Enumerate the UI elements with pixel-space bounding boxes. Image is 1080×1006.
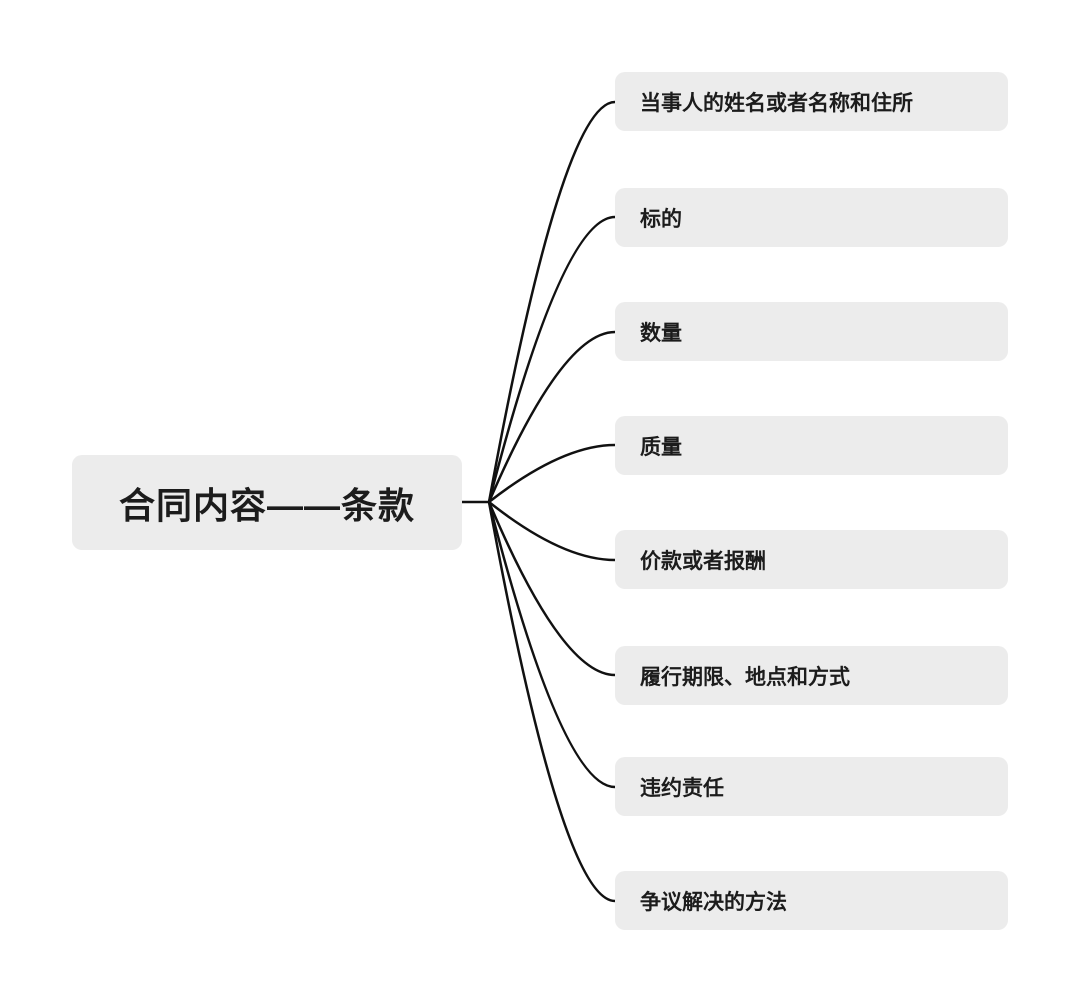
- child-node-quantity[interactable]: 数量: [615, 302, 1008, 361]
- connector-line: [487, 443, 617, 504]
- child-node-label: 质量: [640, 435, 682, 459]
- connector-line: [487, 500, 617, 562]
- child-node-breach-liability[interactable]: 违约责任: [615, 757, 1008, 816]
- connector-line: [487, 215, 617, 504]
- child-node-label: 当事人的姓名或者名称和住所: [640, 91, 913, 115]
- child-node-label: 标的: [640, 207, 682, 231]
- connector-line: [487, 500, 617, 903]
- connector-line: [487, 100, 617, 504]
- child-node-label: 数量: [640, 321, 682, 345]
- child-node-label: 违约责任: [640, 776, 724, 800]
- child-node-parties[interactable]: 当事人的姓名或者名称和住所: [615, 72, 1008, 131]
- child-node-dispute-resolution[interactable]: 争议解决的方法: [615, 871, 1008, 930]
- child-node-label: 价款或者报酬: [640, 549, 766, 573]
- root-node-label: 合同内容——条款: [118, 484, 415, 526]
- connector-line: [487, 500, 617, 789]
- connector-line: [487, 500, 617, 677]
- child-node-subject[interactable]: 标的: [615, 188, 1008, 247]
- child-node-performance[interactable]: 履行期限、地点和方式: [615, 646, 1008, 705]
- root-node[interactable]: 合同内容——条款: [72, 455, 462, 550]
- child-node-label: 争议解决的方法: [640, 890, 787, 914]
- child-node-price[interactable]: 价款或者报酬: [615, 530, 1008, 589]
- child-node-quality[interactable]: 质量: [615, 416, 1008, 475]
- connector-line: [487, 330, 617, 504]
- child-node-label: 履行期限、地点和方式: [640, 665, 850, 689]
